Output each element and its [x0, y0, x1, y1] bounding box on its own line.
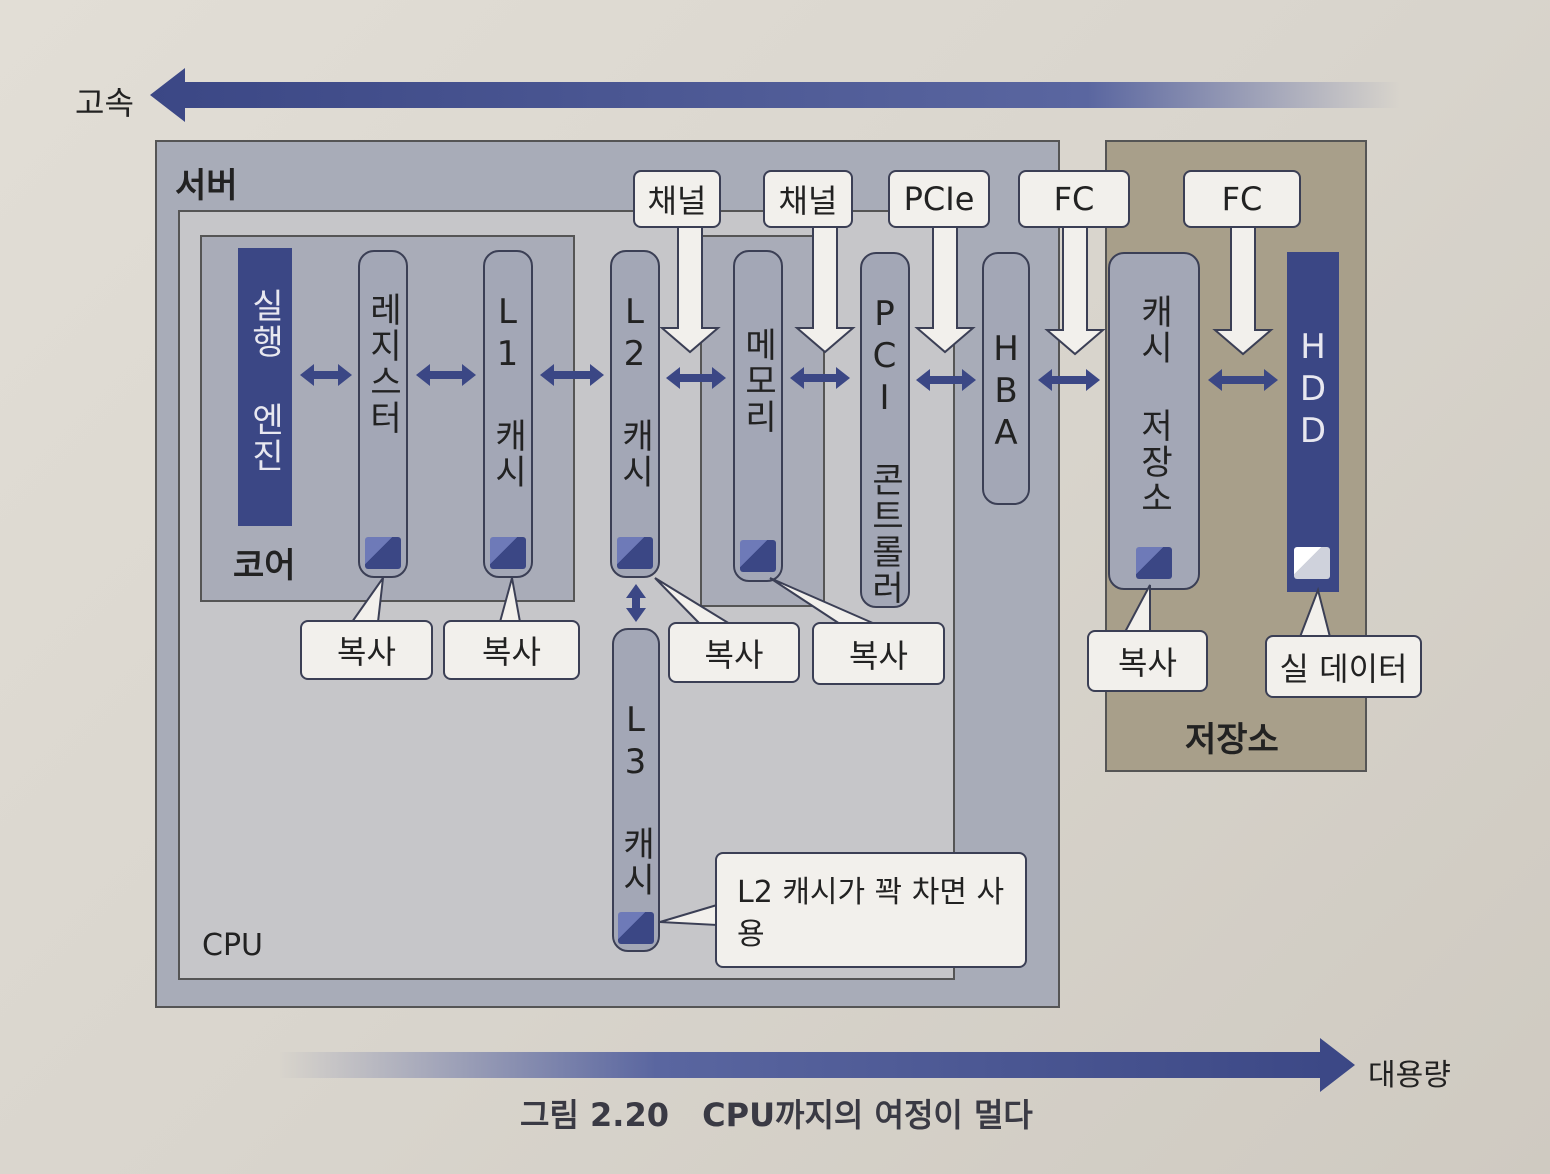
- l1-cache: L1 캐시: [483, 250, 533, 578]
- channel-link-label: 채널: [763, 170, 853, 228]
- cube-icon: [490, 537, 526, 569]
- link-down-arrows: [659, 225, 1274, 356]
- capacity-label: 대용량: [1368, 1058, 1451, 1093]
- double-arrows: [300, 364, 1278, 622]
- capacity-arrow: [280, 1038, 1355, 1092]
- execution-engine-label: 실행 엔진: [244, 288, 285, 474]
- register-label: 레지스터: [362, 292, 403, 436]
- hba: HBA: [982, 252, 1030, 505]
- storage-label: 저장소: [1185, 720, 1279, 760]
- cache-storage-label: 캐시 저장소: [1133, 294, 1174, 516]
- l2-cache-label: L2 캐시: [614, 292, 655, 490]
- real-data-callout: 실 데이터: [1265, 635, 1422, 698]
- pci-controller-label: PCI 콘트롤러: [864, 294, 905, 606]
- pci-controller: PCI 콘트롤러: [860, 252, 910, 608]
- channel-link-label: 채널: [633, 170, 721, 228]
- copy-callout: 복사: [443, 620, 580, 680]
- server-label: 서버: [175, 166, 238, 206]
- cube-icon: [618, 912, 654, 944]
- copy-callout: 복사: [300, 620, 433, 680]
- fast-arrow: [150, 68, 1400, 122]
- real-data-cube-icon: [1294, 547, 1330, 579]
- cube-icon: [617, 537, 653, 569]
- hba-label: HBA: [986, 329, 1026, 455]
- cube-icon: [1136, 547, 1172, 579]
- core-label: 코어: [233, 546, 296, 586]
- pcie-link-label: PCIe: [888, 170, 990, 228]
- copy-callout: 복사: [1087, 630, 1208, 692]
- l3-cache-label: L3 캐시: [615, 700, 656, 898]
- hdd: HDD: [1287, 252, 1339, 592]
- fc-link-label: FC: [1018, 170, 1130, 228]
- cache-storage: 캐시 저장소: [1108, 252, 1200, 590]
- figure-title: CPU까지의 여정이 멀다: [702, 1096, 1033, 1134]
- figure-caption: 그림 2.20 CPU까지의 여정이 멀다: [520, 1090, 1033, 1136]
- cube-icon: [740, 540, 776, 572]
- l2-cache: L2 캐시: [610, 250, 660, 578]
- copy-callout: 복사: [668, 622, 800, 683]
- hdd-label: HDD: [1293, 327, 1333, 453]
- fc-link-label: FC: [1183, 170, 1301, 228]
- figure-number: 그림 2.20: [520, 1096, 669, 1134]
- cpu-label: CPU: [202, 928, 263, 963]
- register: 레지스터: [358, 250, 408, 578]
- memory: 메모리: [733, 250, 783, 582]
- memory-label: 메모리: [737, 327, 778, 435]
- l3-note-callout: L2 캐시가 꽉 차면 사용: [715, 852, 1027, 968]
- execution-engine: 실행 엔진: [238, 248, 292, 526]
- cube-icon: [365, 537, 401, 569]
- l3-cache: L3 캐시: [612, 628, 660, 952]
- copy-callout: 복사: [812, 622, 945, 685]
- fast-label: 고속: [75, 84, 134, 122]
- l1-cache-label: L1 캐시: [487, 292, 528, 490]
